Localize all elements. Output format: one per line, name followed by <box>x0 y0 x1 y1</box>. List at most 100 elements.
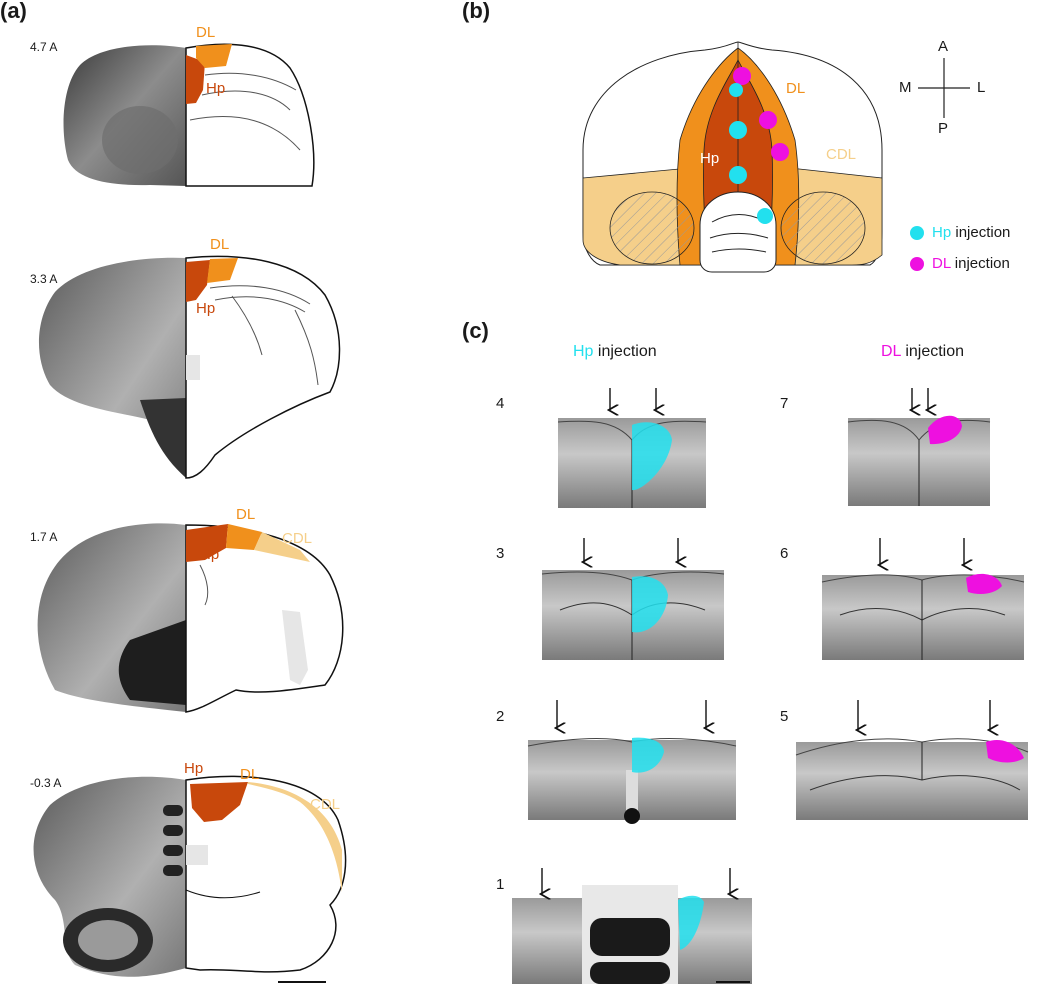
c-header-hp: Hp injection <box>573 343 657 361</box>
section-3-grey-patch <box>282 610 308 685</box>
legend-dl-dot <box>910 257 924 271</box>
c-header-hp-region: Hp <box>573 343 594 360</box>
legend-dl: DL injection <box>932 255 1010 272</box>
section-2-dl <box>207 258 238 283</box>
legend-dl-text: injection <box>954 255 1010 272</box>
section-3-cdl <box>254 532 310 562</box>
section-4-7A <box>63 43 315 187</box>
section-3-dark <box>118 620 186 705</box>
label-hp-1: Hp <box>206 80 226 97</box>
label-dl-1: DL <box>196 24 216 41</box>
section-1-line-b <box>201 90 291 111</box>
section-1-line-a <box>204 72 297 91</box>
c-section-2 <box>527 700 737 824</box>
c7-surface <box>847 419 991 441</box>
section-4-inner-line <box>185 889 261 899</box>
section-minus-0-3A <box>33 775 347 977</box>
c-header-hp-text: injection <box>597 343 657 360</box>
section-2-line-d <box>294 309 319 386</box>
cerebellum-fold-2 <box>709 233 769 239</box>
c6-injection <box>966 573 1002 594</box>
label-cdl-3: CDL <box>282 530 313 547</box>
case-number-5: 5 <box>780 708 789 725</box>
coord-label-4: -0.3 A <box>30 776 62 790</box>
section-4-grey-patch <box>186 845 208 865</box>
label-hp-4: Hp <box>184 760 204 777</box>
c2-hole <box>624 808 640 824</box>
label-cdl-4: CDL <box>310 796 341 813</box>
panel-label-c: (c) <box>462 318 489 343</box>
c-header-dl-text: injection <box>905 343 965 360</box>
dl-injection-site-6 <box>759 111 777 129</box>
c2-injection <box>632 737 664 773</box>
section-2-grey-patch <box>186 355 200 380</box>
section-1-hp <box>186 55 205 104</box>
c1-fold-upper <box>590 918 670 956</box>
section-3-line-a <box>199 564 209 606</box>
section-1-7A <box>37 523 344 713</box>
label-dl-2: DL <box>210 236 230 253</box>
section-3-3A <box>38 255 341 479</box>
label-hp-2: Hp <box>196 300 216 317</box>
section-2-outline <box>185 255 341 479</box>
coord-label-1: 4.7 A <box>30 40 58 54</box>
case-number-1: 1 <box>496 876 505 893</box>
section-4-ventricle-2 <box>163 825 183 836</box>
hatched-area-left <box>609 191 695 265</box>
c1-fold-lower <box>590 962 670 984</box>
b-label-dl: DL <box>786 80 806 97</box>
section-1-tissue-inner <box>102 106 178 174</box>
legend-hp-text: injection <box>955 224 1011 241</box>
c1-injection <box>678 895 704 950</box>
hp-injection-site-3 <box>729 121 747 139</box>
c4-injection <box>632 422 672 491</box>
section-2-tissue <box>38 257 186 478</box>
label-hp-3: Hp <box>200 546 220 563</box>
case-number-7: 7 <box>780 395 789 412</box>
label-dl-4: DL <box>240 766 260 783</box>
section-4-outline <box>185 775 347 973</box>
c-header-dl-region: DL <box>881 343 901 360</box>
c-section-5 <box>795 700 1029 820</box>
section-2-line-b <box>214 296 306 313</box>
c-section-4 <box>557 388 707 508</box>
coord-label-2: 3.3 A <box>30 272 58 286</box>
section-2-cerebellum <box>140 398 186 478</box>
c3-injection <box>632 576 668 633</box>
hp-injection-site-4 <box>729 83 743 97</box>
legend-hp-dot <box>910 226 924 240</box>
section-3-dl <box>226 524 262 550</box>
section-4-hp <box>190 782 248 822</box>
b-label-hp: Hp <box>700 150 720 167</box>
c-section-7 <box>847 388 991 506</box>
c-section-6 <box>821 538 1025 660</box>
case-number-6: 6 <box>780 545 789 562</box>
c7-injection <box>928 415 962 445</box>
b-label-cdl: CDL <box>826 146 857 163</box>
compass-m: M <box>899 79 912 96</box>
case-number-2: 2 <box>496 708 505 725</box>
hp-injection-site-1 <box>757 208 773 224</box>
section-4-ventricle-4 <box>163 865 183 876</box>
legend-hp-region: Hp <box>932 224 952 241</box>
compass-p: P <box>938 120 949 137</box>
c-section-1 <box>512 868 752 984</box>
panel-label-a: (a) <box>0 0 27 23</box>
section-4-cerebellum-ring <box>78 920 138 960</box>
c-section-3 <box>541 538 725 660</box>
section-4-ventricle-3 <box>163 845 183 856</box>
section-4-ventricle-1 <box>163 805 183 816</box>
compass-a: A <box>938 38 949 55</box>
section-3-hp <box>186 524 228 562</box>
compass-l: L <box>977 79 986 96</box>
cerebellum-fold-3 <box>711 248 767 253</box>
c2-central-canal <box>626 770 638 820</box>
case-number-4: 4 <box>496 395 505 412</box>
legend-dl-region: DL <box>932 255 951 272</box>
legend-hp: Hp injection <box>932 224 1010 241</box>
dl-injection-site-5 <box>771 143 789 161</box>
label-dl-3: DL <box>236 506 256 523</box>
